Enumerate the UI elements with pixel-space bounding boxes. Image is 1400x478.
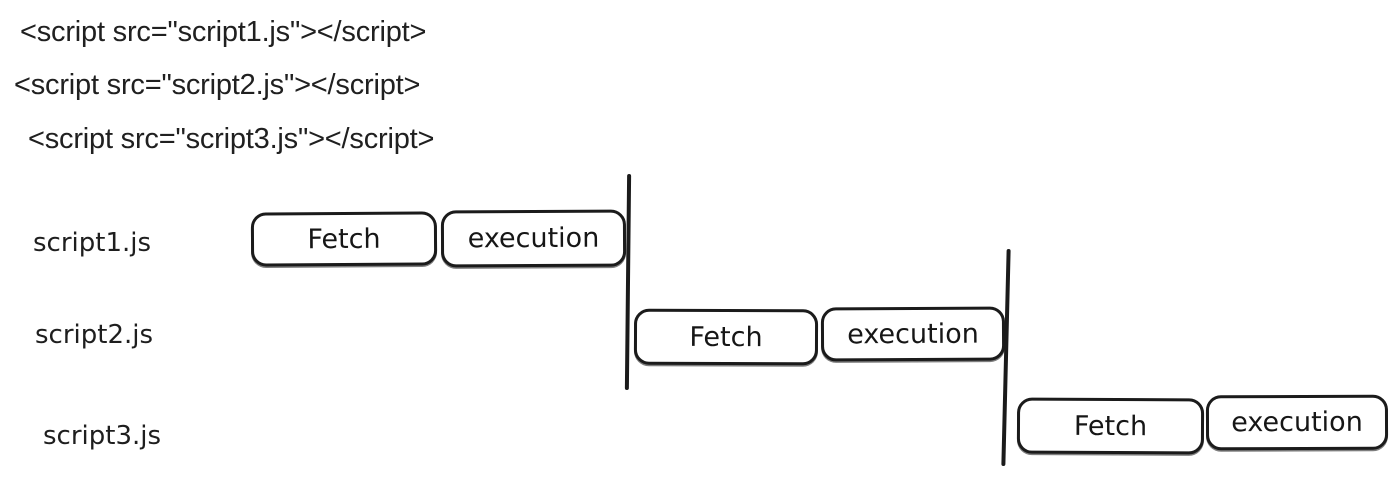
- script1-execution-label: execution: [467, 222, 600, 255]
- script1-fetch-label: Fetch: [307, 223, 381, 255]
- script1-execution-box: execution: [440, 209, 627, 268]
- row-label-script1: script1.js: [33, 228, 152, 258]
- blocking-line-1: [624, 173, 632, 391]
- row-label-script3: script3.js: [43, 421, 162, 451]
- script3-execution-label: execution: [1231, 406, 1363, 439]
- script2-fetch-label: Fetch: [689, 321, 763, 353]
- code-line-script3: <script src="script3.js"></script>: [28, 123, 435, 155]
- script2-execution-label: execution: [847, 318, 979, 350]
- code-line-script1: <script src="script1.js"></script>: [20, 16, 427, 48]
- code-line-script2: <script src="script2.js"></script>: [14, 69, 421, 101]
- row-label-script2: script2.js: [35, 320, 154, 350]
- script2-fetch-box: Fetch: [633, 308, 819, 366]
- script3-fetch-box: Fetch: [1016, 397, 1205, 455]
- script1-fetch-box: Fetch: [250, 211, 438, 267]
- script3-fetch-label: Fetch: [1073, 410, 1148, 442]
- blocking-line-2: [1001, 248, 1011, 467]
- script3-execution-box: execution: [1205, 394, 1389, 451]
- script2-execution-box: execution: [820, 306, 1006, 362]
